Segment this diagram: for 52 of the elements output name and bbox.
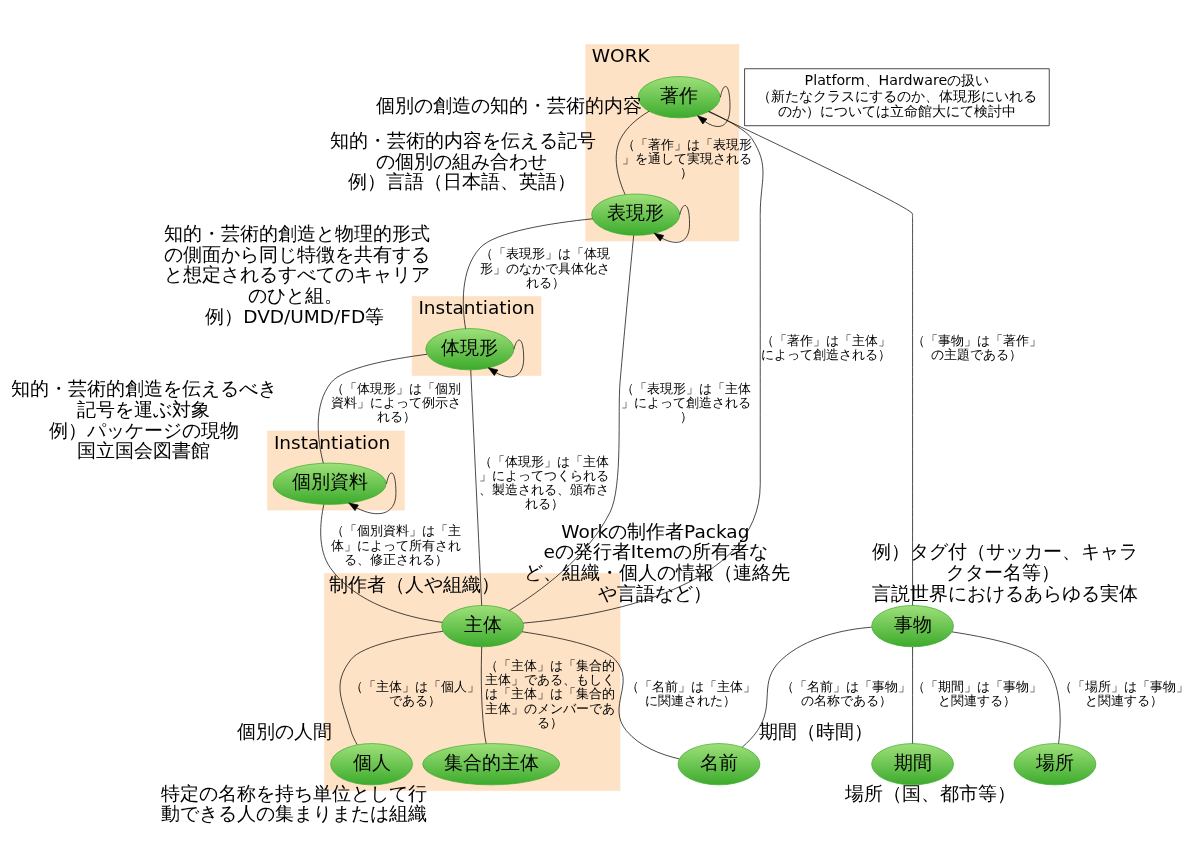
node-label: 知的・芸術的創造を伝えるべき記号を運ぶ対象	[11, 377, 278, 420]
edge-label: （「体現形」は「主体」によってつくられる、製造される、頒布される）	[479, 453, 610, 511]
edge-label: （「主体」は「集合的主体」である、もしくは「主体」は「集合的主体」のメンバーである）	[484, 657, 615, 730]
connector	[480, 646, 487, 744]
edge-label: （「主体」は「個人」である）	[350, 678, 481, 708]
arrow	[487, 339, 525, 377]
connector	[522, 110, 764, 623]
connector	[521, 630, 680, 759]
connector	[509, 234, 635, 611]
node-ellipse: 場所	[1013, 742, 1097, 785]
node-ellipse: 名前	[677, 742, 761, 785]
node-ellipse: 主体	[441, 604, 524, 647]
connector	[708, 110, 913, 606]
node-ellipse: 期間	[871, 742, 954, 785]
connector	[951, 631, 1061, 744]
connector	[741, 626, 872, 747]
node-label: 特定の名称を持ち単位として行動できる人の集まりまたは組織	[160, 782, 427, 824]
node-label: 知的・芸術的内容を伝える記号の個別の組み合わせ	[329, 129, 596, 172]
node-label: 例）DVD/UMD/FD等	[205, 305, 385, 327]
edge-label: （「著作」は「表現形」を通して実現される）	[621, 136, 752, 180]
edge-label: （「体現形」は「個別資料」によって例示される）	[331, 380, 462, 424]
edge-label: （「名前」は「事物」の名称である）	[781, 678, 912, 708]
edge-label: （「個別資料」は「主体」によって所有される、修正される）	[331, 522, 462, 567]
edge-label: （「著作」は「主体」によって創造される）	[761, 332, 892, 362]
node-ellipse: 表現形	[591, 193, 681, 236]
node-label: Workの制作者Packageの発行者Itemの所有者など、組織・個人の情報（連絡先や言語など）	[523, 520, 790, 604]
node-label: 例）パッケージの現物	[48, 419, 239, 441]
arrow	[653, 204, 690, 243]
node-ellipse: 個人	[330, 742, 413, 785]
edge-label: （「場所」は「事物」と関連する）	[1059, 678, 1190, 708]
node-label: 個別の人間	[236, 720, 332, 742]
node-label: 場所（国、都市等）	[845, 782, 1017, 804]
node-label: 期間（時間）	[759, 720, 874, 742]
edge-label: （「表現形」は「体現形」のなかで具体化される）	[480, 245, 611, 290]
connector	[320, 503, 443, 623]
connector	[470, 369, 483, 606]
connector	[912, 646, 913, 744]
connector	[339, 630, 444, 745]
edge-label: （「事物」は「著作」の主題である）	[912, 332, 1042, 362]
connector	[615, 110, 650, 195]
arrow	[697, 85, 731, 127]
node-label: 例）言語（日本語、英語）	[348, 170, 577, 192]
edge-label: （「期間」は「事物」と関連する）	[912, 678, 1042, 708]
connector	[317, 353, 428, 463]
node-ellipse: 体現形	[425, 327, 515, 370]
node-box: Platform、Hardwareの扱い（新たなクラスにするのか、体現形にいれるのか）については立命館大にて検討中	[744, 67, 1050, 126]
node-ellipse: 個別資料	[272, 462, 387, 505]
node-ellipse: 事物	[871, 604, 954, 647]
node-ellipse: 集合的主体	[422, 742, 560, 785]
node-label: 国立国会図書館	[76, 439, 210, 461]
edge-label: （「表現形」は「主体」によって創造される）	[621, 380, 752, 424]
edge-label: （「名前」は「主体」に関連された）	[625, 678, 756, 708]
